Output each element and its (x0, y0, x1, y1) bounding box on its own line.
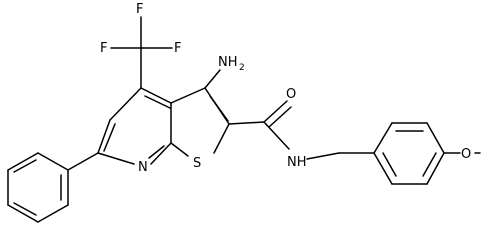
fluorine-top-label: F (136, 2, 143, 17)
pyridine-nitrogen-label: N (138, 160, 148, 175)
bond-aryl-7 (373, 122, 393, 154)
bond-thiophene-3 (213, 123, 230, 154)
phenyl-ring (7, 152, 99, 223)
bond-phenyl-1 (37, 152, 69, 171)
bond-aryl-5 (426, 122, 445, 154)
bond-phenyl-double-1 (13, 159, 37, 173)
bond-thiophene-double-2 (209, 95, 229, 122)
fluorine-left-label: F (100, 41, 107, 56)
bond-phenyl-attach (67, 152, 99, 171)
bond-pyridine-3 (140, 87, 172, 104)
bond-phenyl-4 (7, 204, 39, 223)
bond-carbonyl-oxygen (263, 100, 288, 123)
bond-c2-carbonyl (228, 121, 265, 125)
bond-thiophene-1 (170, 87, 206, 104)
bond-aryl-double-1 (382, 152, 397, 177)
bond-pyridine-5 (150, 142, 172, 165)
bond-pyridine-double-5 (148, 145, 165, 159)
bond-thiophene-4 (170, 142, 189, 157)
amino-label: NH (218, 55, 238, 70)
ether-oxygen-label: O (461, 147, 471, 162)
pyridine-ring (97, 87, 172, 165)
bond-pyridine-double-1 (103, 123, 116, 152)
bond-phenyl-5 (37, 204, 69, 223)
bond-pyridine-2 (109, 87, 142, 121)
bond-carbonyl-oxygen-double (268, 106, 292, 128)
bond-aryl-double-2 (422, 152, 437, 177)
bond-aryl-2 (373, 152, 393, 185)
bond-pyridine-1 (97, 119, 111, 154)
structure-canvas: F F F NH 2 O N S NH O (7, 2, 481, 223)
bond-pyridine-6 (97, 152, 135, 165)
bond-phenyl-2 (7, 152, 39, 171)
molecule-diagram: F F F NH 2 O N S NH O (7, 2, 481, 223)
carboxamide-group (228, 100, 340, 160)
amino-subscript: 2 (239, 63, 245, 73)
thiophene-ring (170, 87, 230, 157)
bond-pyridine-double-3 (144, 95, 171, 109)
trifluoromethyl-group (110, 16, 173, 89)
carbonyl-oxygen-label: O (286, 87, 296, 102)
amide-nh-label: NH (287, 155, 307, 170)
bond-carbonyl-amide (263, 121, 290, 150)
bond-phenyl-double-2 (13, 202, 37, 216)
thiophene-sulfur-label: S (193, 156, 201, 171)
methoxyphenyl-ring (338, 122, 481, 185)
bond-c3-amino (204, 69, 221, 89)
fluorine-right-label: F (174, 41, 181, 56)
bond-amide-aryl (306, 152, 340, 160)
bond-aryl-4 (426, 152, 445, 185)
